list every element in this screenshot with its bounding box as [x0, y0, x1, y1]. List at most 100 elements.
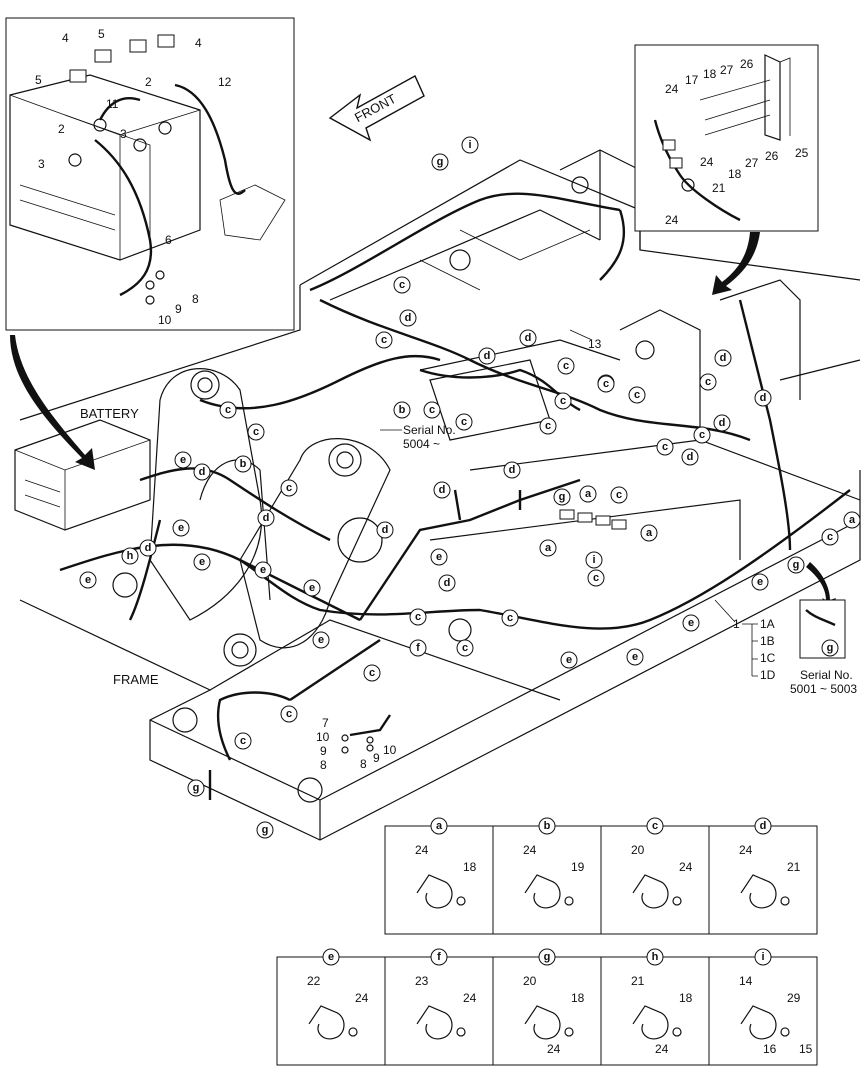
clip-detail-letter: d — [760, 820, 767, 832]
callout-e: e — [193, 553, 211, 571]
battery-part-label: 4 — [195, 36, 202, 50]
callout-c: c — [597, 375, 615, 393]
callout-c: c — [554, 392, 572, 410]
svg-text:c: c — [616, 489, 622, 501]
svg-text:d: d — [760, 392, 767, 404]
connector-part-label: 21 — [712, 181, 726, 195]
svg-text:a: a — [849, 514, 856, 526]
clip-part-label: 24 — [415, 843, 429, 857]
callout-c: c — [247, 423, 265, 441]
svg-text:c: c — [381, 334, 387, 346]
callout-c: c — [423, 401, 441, 419]
svg-text:c: c — [399, 279, 405, 291]
svg-text:e: e — [180, 454, 186, 466]
serial-lower-line2: 5001 ~ 5003 — [790, 682, 857, 696]
svg-text:c: c — [286, 708, 292, 720]
svg-text:h: h — [127, 550, 134, 562]
part-label: 9 — [320, 744, 327, 758]
clip-part-label: 18 — [463, 860, 477, 874]
svg-text:c: c — [699, 429, 705, 441]
callout-g: g — [256, 821, 274, 839]
svg-text:c: c — [603, 378, 609, 390]
svg-text:c: c — [286, 482, 292, 494]
svg-text:d: d — [525, 332, 532, 344]
part-label: 8 — [320, 758, 327, 772]
clip-part-label: 29 — [787, 991, 801, 1005]
callout-d: d — [713, 414, 731, 432]
clip-part-label: 24 — [679, 860, 693, 874]
callout-a: a — [640, 524, 658, 542]
callout-e: e — [312, 631, 330, 649]
callout-e: e — [560, 651, 578, 669]
svg-text:d: d — [439, 484, 446, 496]
battery-part-label: 8 — [192, 292, 199, 306]
svg-text:i: i — [592, 554, 595, 566]
clip-part-label: 24 — [655, 1042, 669, 1056]
clip-part-label: 24 — [547, 1042, 561, 1056]
battery-label: BATTERY — [80, 406, 139, 421]
clip-part-label: 22 — [307, 974, 321, 988]
svg-text:d: d — [263, 512, 270, 524]
connector-part-label: 18 — [703, 67, 717, 81]
svg-text:b: b — [240, 458, 247, 470]
svg-text:g: g — [437, 156, 444, 168]
clip-part-label: 16 — [763, 1042, 777, 1056]
svg-text:e: e — [178, 522, 184, 534]
callout-d: d — [257, 509, 275, 527]
battery-part-label: 12 — [218, 75, 232, 89]
svg-text:e: e — [688, 617, 694, 629]
svg-text:c: c — [563, 360, 569, 372]
callout-e: e — [172, 519, 190, 537]
callout-e: e — [626, 648, 644, 666]
clip-part-label: 23 — [415, 974, 429, 988]
battery-part-label: 3 — [120, 127, 127, 141]
svg-text:a: a — [545, 542, 552, 554]
svg-text:d: d — [719, 417, 726, 429]
callout-c: c — [656, 438, 674, 456]
callout-d: d — [193, 463, 211, 481]
svg-text:g: g — [193, 782, 200, 794]
clip-part-label: 15 — [799, 1042, 813, 1056]
callout-e: e — [254, 561, 272, 579]
clip-part-label: 14 — [739, 974, 753, 988]
battery-part-label: 5 — [98, 27, 105, 41]
callout-c: c — [821, 528, 839, 546]
svg-text:c: c — [662, 441, 668, 453]
svg-text:g: g — [559, 491, 566, 503]
clip-detail-letter: b — [544, 820, 551, 832]
svg-text:c: c — [429, 404, 435, 416]
connector-part-label: 18 — [728, 167, 742, 181]
connector-part-label: 27 — [720, 63, 734, 77]
svg-text:c: c — [634, 389, 640, 401]
svg-text:e: e — [85, 574, 91, 586]
clip-detail-letter: c — [652, 820, 658, 832]
harness-variant-list: 1 1A 1B 1C 1D — [714, 599, 776, 682]
svg-text:c: c — [705, 376, 711, 388]
svg-text:g: g — [262, 824, 269, 836]
harness-variant: 1D — [760, 668, 776, 682]
clip-part-label: 21 — [787, 860, 801, 874]
svg-text:e: e — [566, 654, 572, 666]
connector-part-label: 27 — [745, 156, 759, 170]
serial-lower-line1: Serial No. — [800, 668, 853, 682]
callout-i: i — [585, 551, 603, 569]
harness-number: 1 — [733, 617, 740, 631]
callout-layer: igcdcbddccccccbcdeedhdeeeeeccfcccggceeee… — [79, 136, 861, 839]
svg-text:g: g — [793, 559, 800, 571]
callout-c: c — [699, 373, 717, 391]
connector-part-label: 25 — [795, 146, 809, 160]
harness-variant: 1C — [760, 651, 776, 665]
connector-part-label: 24 — [700, 155, 714, 169]
svg-text:e: e — [757, 576, 763, 588]
svg-text:b: b — [399, 404, 406, 416]
callout-c: c — [610, 486, 628, 504]
svg-text:c: c — [560, 395, 566, 407]
battery-part-label: 11 — [106, 97, 119, 111]
callout-e: e — [303, 579, 321, 597]
callout-d: d — [433, 481, 451, 499]
part-13-label: 13 — [588, 337, 602, 351]
